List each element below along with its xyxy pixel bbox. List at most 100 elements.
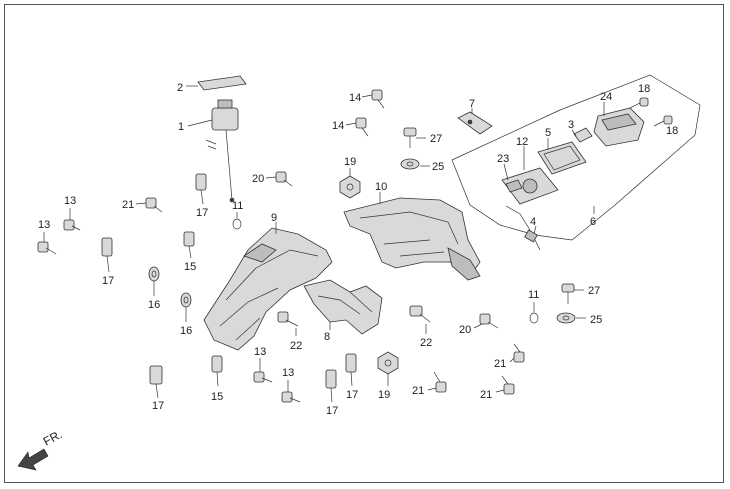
- callout-14-lower: 14: [332, 120, 344, 132]
- callout-19-lower: 19: [378, 389, 390, 401]
- callout-15-a: 15: [184, 261, 196, 273]
- washer-25-b: [556, 312, 586, 324]
- bolt-21-right-a: [509, 343, 525, 363]
- clips: [101, 173, 357, 403]
- callout-22-right: 22: [420, 337, 432, 349]
- callout-21-right-b: 21: [480, 389, 492, 401]
- callout-8: 8: [324, 331, 330, 343]
- bolt-22-left: [277, 311, 299, 336]
- clip-17-d: [325, 369, 337, 403]
- callout-12: 12: [516, 136, 528, 148]
- callout-3: 3: [568, 119, 574, 131]
- callout-20-upper: 20: [252, 173, 264, 185]
- bolt-18-lower: [653, 115, 673, 127]
- callout-21-middle: 21: [412, 385, 424, 397]
- ring-11-a: [232, 212, 242, 230]
- bolt-14-upper: [361, 89, 385, 109]
- callout-17-a: 17: [196, 207, 208, 219]
- callout-27-lower: 27: [588, 285, 600, 297]
- bolt-27-upper: [403, 127, 426, 148]
- part-tail-lamp: [593, 107, 645, 147]
- callout-11-a: 11: [232, 200, 243, 212]
- callout-10: 10: [375, 181, 387, 193]
- callout-14-upper: 14: [349, 92, 361, 104]
- callout-2: 2: [177, 82, 183, 94]
- callout-5: 5: [545, 127, 551, 139]
- callout-17-d: 17: [326, 405, 338, 417]
- clip-17-c: [149, 365, 163, 399]
- nut-15-a: [183, 231, 195, 259]
- bolt-13-d: [281, 380, 301, 403]
- callout-24: 24: [600, 91, 612, 103]
- part-bracket-8: [303, 279, 383, 335]
- callout-22-left: 22: [290, 340, 302, 352]
- callout-13-a: 13: [64, 195, 76, 207]
- nut-19-b: [377, 351, 399, 386]
- washer-25-a: [400, 158, 430, 170]
- part-gasket-5: [537, 141, 587, 175]
- bolt-20-lower: [473, 313, 499, 329]
- bolt-27-lower: [561, 283, 584, 304]
- callout-1: 1: [178, 121, 184, 133]
- bolt-13-b: [37, 232, 57, 255]
- callout-labels: 2 1 14 14 7 27 25 24 18 18 3 5 12 23 4 6…: [38, 82, 678, 417]
- washer-16-b: [180, 292, 192, 322]
- callout-13-b: 13: [38, 219, 50, 231]
- callout-11-b: 11: [528, 289, 539, 301]
- clip-17-e: [345, 353, 357, 387]
- callout-17-e: 17: [346, 389, 358, 401]
- bolt-21-middle: [427, 371, 447, 393]
- leader-lines: [275, 102, 605, 235]
- callout-16-a: 16: [148, 299, 160, 311]
- callout-18-lower: 18: [666, 125, 678, 137]
- bolt-18-upper: [629, 97, 649, 109]
- callout-27-upper: 27: [430, 133, 442, 145]
- nut-19-a: [339, 168, 361, 199]
- part-rear-fender-upper: [343, 197, 481, 281]
- bolt-13-a: [63, 208, 81, 231]
- nut-15-b: [211, 355, 223, 387]
- callout-17-b: 17: [102, 275, 114, 287]
- part-wire-4: [505, 205, 541, 251]
- ring-11-b: [529, 302, 539, 324]
- part-cover-plate: [186, 75, 247, 91]
- callout-15-b: 15: [211, 391, 223, 403]
- bolt-20-upper: [265, 171, 293, 187]
- front-arrow-icon: [17, 448, 49, 471]
- part-regulator: [187, 99, 239, 203]
- part-clip-3: [573, 127, 593, 143]
- callout-18-upper: 18: [638, 83, 650, 95]
- diagram-frame: [4, 4, 724, 483]
- bolt-22-right: [409, 305, 431, 334]
- callout-17-c: 17: [152, 400, 164, 412]
- part-lens-base: [501, 167, 559, 205]
- callout-13-d: 13: [282, 367, 294, 379]
- callout-19-upper: 19: [344, 156, 356, 168]
- bolt-13-c: [253, 358, 273, 383]
- tail-light-group-outline: [451, 74, 701, 241]
- clip-17-a: [195, 173, 207, 205]
- callout-16-b: 16: [180, 325, 192, 337]
- callout-21-upper: 21: [122, 199, 134, 211]
- washers: [148, 158, 586, 386]
- part-bracket-7: [457, 108, 493, 135]
- clip-17-b: [101, 237, 113, 273]
- callout-23: 23: [497, 153, 509, 165]
- washer-16-a: [148, 266, 160, 296]
- callout-25-lower: 25: [590, 314, 602, 326]
- callout-20-lower: 20: [459, 324, 471, 336]
- bolt-21-upper: [135, 197, 163, 213]
- front-label: FR.: [41, 427, 65, 448]
- front-direction-indicator: FR.: [17, 427, 65, 471]
- callout-4: 4: [530, 216, 536, 228]
- bolt-14-lower: [345, 117, 369, 137]
- callout-25-upper: 25: [432, 161, 444, 173]
- callout-13-c: 13: [254, 346, 266, 358]
- callout-7: 7: [469, 98, 475, 110]
- callout-6: 6: [590, 216, 596, 228]
- callout-21-right-a: 21: [494, 358, 506, 370]
- callout-9: 9: [271, 212, 277, 224]
- bolt-21-right-b: [495, 375, 515, 395]
